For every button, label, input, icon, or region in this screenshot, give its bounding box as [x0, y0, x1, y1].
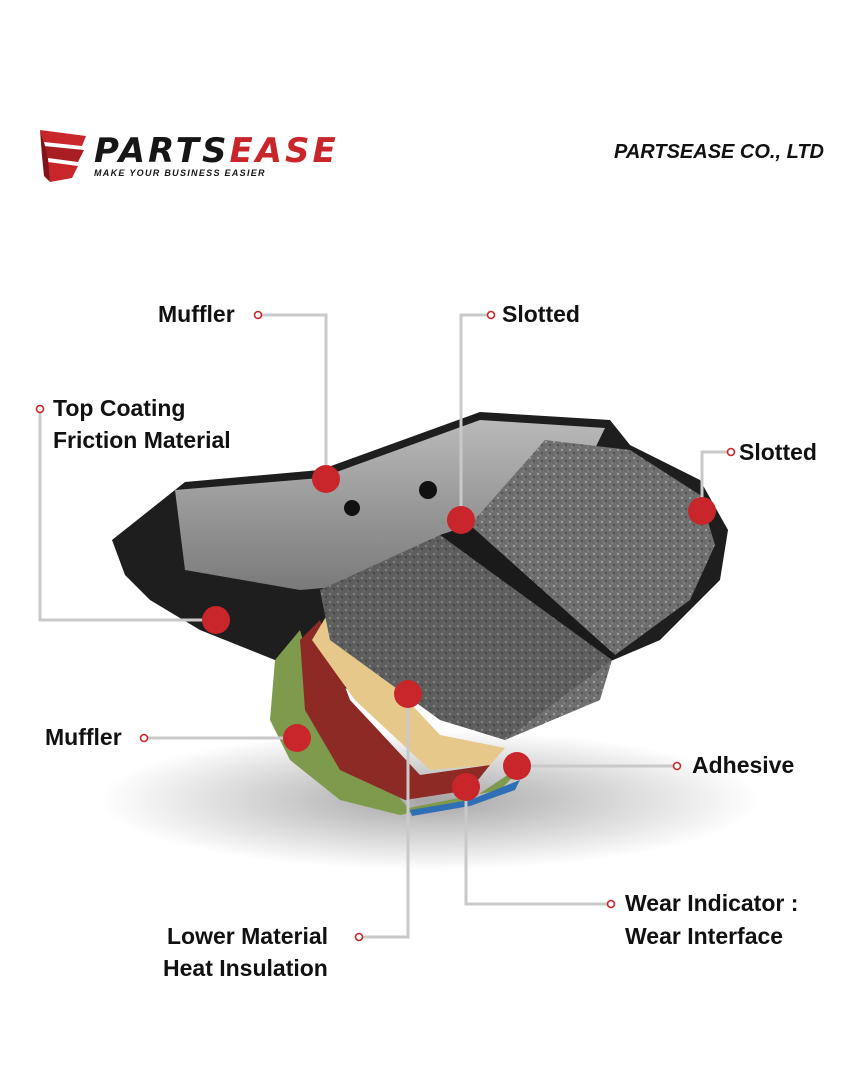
- label-lower-line2: Heat Insulation: [163, 952, 328, 984]
- marker-top-coating: [37, 406, 44, 413]
- label-top-coating-line2: Friction Material: [53, 424, 231, 456]
- dot-muffler-top: [312, 465, 340, 493]
- label-adhesive: Adhesive: [692, 749, 794, 781]
- plate-hole-right: [419, 481, 437, 499]
- marker-muffler-top: [255, 312, 262, 319]
- label-muffler-left: Muffler: [45, 721, 122, 753]
- dot-slotted-top: [447, 506, 475, 534]
- marker-wear: [608, 901, 615, 908]
- dot-muffler-left: [283, 724, 311, 752]
- dot-lower: [394, 680, 422, 708]
- dot-top-coating: [202, 606, 230, 634]
- label-wear-line2: Wear Interface: [625, 920, 783, 952]
- label-lower-line1: Lower Material: [167, 920, 328, 952]
- marker-muffler-left: [141, 735, 148, 742]
- label-slotted-top: Slotted: [502, 298, 580, 330]
- marker-slotted-right: [728, 449, 735, 456]
- label-slotted-right: Slotted: [739, 436, 817, 468]
- marker-slotted-top: [488, 312, 495, 319]
- leader-muffler-top: [262, 315, 326, 479]
- plate-hole-left: [344, 500, 360, 516]
- marker-lower: [356, 934, 363, 941]
- dot-slotted-right: [688, 497, 716, 525]
- dot-adhesive: [503, 752, 531, 780]
- label-wear-line1: Wear Indicator :: [625, 887, 798, 919]
- marker-adhesive: [674, 763, 681, 770]
- label-muffler-top: Muffler: [158, 298, 235, 330]
- label-top-coating-line1: Top Coating: [53, 392, 185, 424]
- dot-wear: [452, 773, 480, 801]
